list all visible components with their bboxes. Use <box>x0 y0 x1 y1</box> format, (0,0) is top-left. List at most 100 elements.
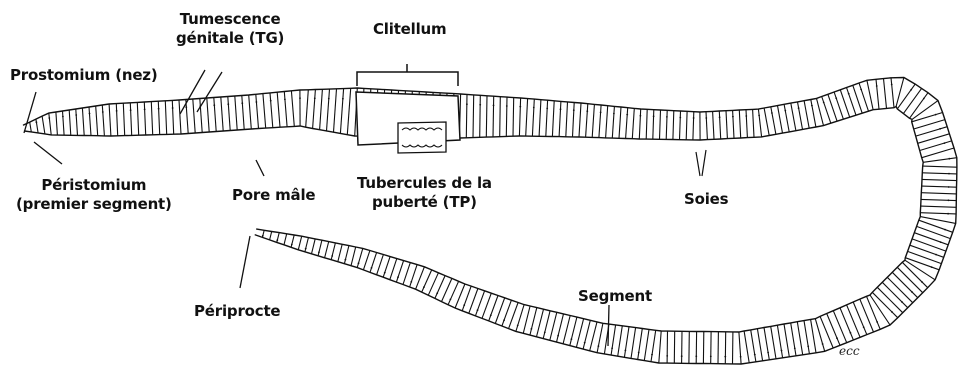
worm-seta-dot <box>695 355 697 357</box>
worm-seta-dot <box>947 213 949 215</box>
worm-segment-ring <box>347 88 350 134</box>
worm-segment-ring <box>344 246 349 264</box>
worm-segment-ring <box>550 312 557 340</box>
worm-segment-ring <box>249 95 252 129</box>
worm-segment-ring <box>791 103 796 131</box>
worm-seta-dot <box>611 347 613 349</box>
worm-segment-ring <box>733 110 734 138</box>
worm-segment-ring <box>583 320 590 349</box>
label-tumescence-line1: Tumescence <box>176 10 284 29</box>
worm-segment-ring <box>597 323 603 352</box>
label-clitellum: Clitellum <box>373 20 446 39</box>
worm-seta-dot <box>284 99 286 101</box>
worm-segment-ring <box>331 243 335 260</box>
worm-segment-ring <box>811 319 816 352</box>
worm-segment-ring <box>469 289 478 314</box>
worm-segment-ring <box>891 78 894 108</box>
worm-seta-dot <box>450 299 452 301</box>
worm-segment-ring <box>624 327 629 358</box>
worm-segment-ring <box>270 232 272 240</box>
worm-segment-ring <box>428 273 438 295</box>
worm-segment-ring <box>462 286 471 311</box>
worm-segment-ring <box>753 109 754 137</box>
worm-segment-ring <box>923 166 957 167</box>
worm-segment-ring <box>764 328 769 360</box>
worm-segment-ring <box>357 248 363 267</box>
label-tubercules-line1: Tubercules de la <box>357 174 492 193</box>
worm-segment-ring <box>63 111 65 135</box>
worm-segment-ring <box>784 104 789 132</box>
worm-seta-dot <box>626 114 628 116</box>
worm-segment-ring <box>305 238 309 252</box>
worm-segment-ring <box>448 281 459 304</box>
worm-seta-dot <box>463 304 465 306</box>
worm-segment-ring <box>804 321 809 354</box>
worm-segment-ring <box>96 106 98 136</box>
worm-seta-dot <box>931 266 933 268</box>
worm-seta-dot <box>798 107 800 109</box>
worm-seta-dot <box>62 116 64 118</box>
worm-segment-ring <box>922 186 957 187</box>
worm-segment-ring <box>921 206 957 207</box>
worm-segment-ring <box>475 291 484 316</box>
worm-segment-ring <box>798 102 803 129</box>
worm-segment-ring <box>165 101 166 135</box>
worm-seta-dot <box>901 301 903 303</box>
worm-segment-ring <box>626 108 628 139</box>
worm-seta-dot <box>436 292 438 294</box>
worm-segment-ring <box>922 148 954 158</box>
worm-segment-ring <box>559 101 561 136</box>
worm-seta-dot <box>241 102 243 104</box>
worm-seta-dot <box>506 105 508 107</box>
worm-seta-dot <box>666 116 668 118</box>
worm-segment-ring <box>523 306 530 333</box>
worm-segment-ring <box>914 120 945 129</box>
worm-seta-dot <box>345 259 347 261</box>
worm-segment-ring <box>651 330 656 361</box>
label-peristomium: Péristomium (premier segment) <box>16 176 172 214</box>
worm-seta-dot <box>276 239 278 241</box>
worm-seta-dot <box>724 356 726 358</box>
worm-seta-dot <box>860 89 862 91</box>
worm-seta-dot <box>318 251 320 253</box>
worm-segment-ring <box>390 259 397 280</box>
worm-seta-dot <box>771 112 773 114</box>
worm-seta-dot <box>291 244 293 246</box>
worm-segment-ring <box>42 116 45 134</box>
worm-seta-dot <box>939 128 941 130</box>
worm-segment-ring <box>76 109 78 135</box>
worm-segment-ring <box>686 111 687 140</box>
worm-seta-dot <box>613 113 615 115</box>
worm-segment-ring <box>923 158 957 163</box>
worm-seta-dot <box>944 229 946 231</box>
worm-segment-ring <box>876 79 879 109</box>
worm-segments <box>30 78 957 365</box>
worm-segment-ring <box>82 108 84 136</box>
worm-segment-ring <box>410 265 418 287</box>
worm-segment-ring <box>69 110 71 135</box>
worm-segment-ring <box>797 322 802 355</box>
worm-segment-ring <box>466 94 467 137</box>
worm-segment-ring <box>833 311 846 343</box>
worm-segment-ring <box>284 92 287 127</box>
worm-segment-ring <box>566 102 568 137</box>
worm-segment-ring <box>573 103 575 137</box>
worm-seta-dot <box>227 103 229 105</box>
worm-segment-ring <box>327 89 330 131</box>
worm-segment-ring <box>867 80 873 109</box>
label-tumescence-genitale: Tumescence génitale (TG) <box>176 10 284 48</box>
worm-seta-dot <box>666 355 668 357</box>
worm-segment-ring <box>860 299 874 332</box>
worm-seta-dot <box>384 272 386 274</box>
worm-segment-ring <box>502 300 512 326</box>
worm-segment-ring <box>922 173 957 174</box>
worm-seta-dot <box>710 356 712 358</box>
worm-seta-dot <box>358 262 360 264</box>
worm-segment-ring <box>638 329 643 360</box>
worm-seta-dot <box>36 121 38 123</box>
worm-seta-dot <box>836 337 838 339</box>
worm-segment-ring <box>338 244 342 261</box>
worm-segment-ring <box>586 104 588 138</box>
worm-segment-ring <box>660 110 661 139</box>
